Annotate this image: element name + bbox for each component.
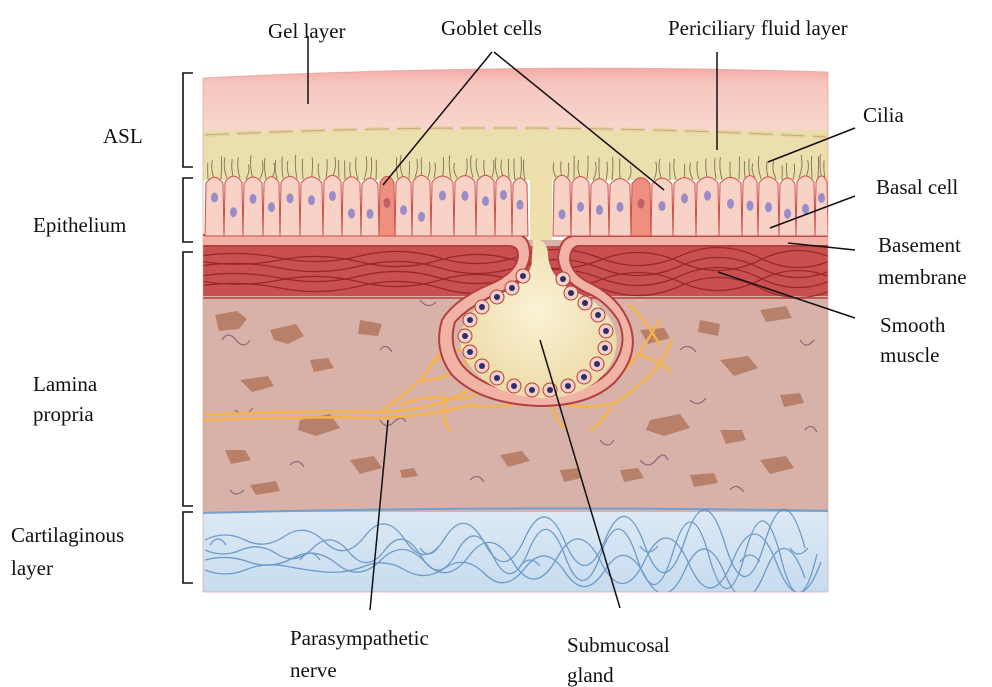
- epithelial-cell: [431, 176, 454, 236]
- cell-nucleus: [727, 199, 734, 209]
- bracket-epithelium: [183, 178, 193, 242]
- epithelial-cell: [495, 176, 512, 236]
- cell-nucleus: [747, 201, 754, 211]
- epithelial-cell: [342, 177, 361, 236]
- epithelial-cell: [323, 175, 342, 236]
- label-basal-cell: Basal cell: [876, 175, 958, 199]
- cell-nucleus: [308, 195, 315, 205]
- cell-nucleus: [818, 193, 825, 203]
- cell-nucleus: [384, 198, 391, 208]
- label-asl: ASL: [103, 124, 143, 148]
- cilium: [508, 159, 509, 178]
- epithelial-cell: [815, 176, 828, 236]
- label-parasympathetic-nerve-line1: Parasympathetic: [290, 626, 429, 650]
- epithelial-cell: [696, 177, 719, 236]
- bracket-asl: [183, 73, 193, 167]
- cell-nucleus: [659, 201, 666, 211]
- label-lamina-propria-line2: propria: [33, 402, 94, 426]
- cell-nucleus: [287, 193, 294, 203]
- label-smooth-muscle-line2: muscle: [880, 343, 939, 367]
- label-basement-membrane-line1: Basement: [878, 233, 961, 257]
- label-epithelium: Epithelium: [33, 213, 126, 237]
- cell-nucleus: [250, 194, 257, 204]
- cilium: [221, 156, 222, 179]
- cell-nucleus: [559, 209, 566, 219]
- label-parasympathetic-nerve-line2: nerve: [290, 658, 337, 682]
- label-periciliary-fluid-layer: Periciliary fluid layer: [668, 16, 848, 40]
- cell-nucleus: [348, 208, 355, 218]
- cell-nucleus: [329, 191, 336, 201]
- epithelial-cell: [224, 176, 243, 236]
- epithelial-cell: [300, 177, 323, 236]
- cell-nucleus: [268, 202, 275, 212]
- epithelial-cells: [205, 175, 828, 236]
- epithelial-cell: [412, 175, 431, 236]
- cell-nucleus: [439, 191, 446, 201]
- epithelial-cell: [205, 177, 224, 236]
- label-submucosal-gland-line1: Submucosal: [567, 633, 670, 657]
- epithelial-cell: [673, 178, 696, 236]
- label-cartilaginous-layer-line2: layer: [11, 556, 53, 580]
- cartilaginous-layer-region: [200, 512, 835, 597]
- cell-nucleus: [418, 212, 425, 222]
- bracket-lamina-propria: [183, 252, 193, 506]
- bracket-cartilaginous-layer: [183, 512, 193, 583]
- cell-nucleus: [704, 191, 711, 201]
- epithelial-cell: [454, 176, 476, 236]
- label-goblet-cells: Goblet cells: [441, 16, 542, 40]
- cell-nucleus: [462, 191, 469, 201]
- cell-nucleus: [500, 190, 507, 200]
- label-cilia: Cilia: [863, 103, 905, 127]
- cell-nucleus: [482, 196, 489, 206]
- cilium: [730, 162, 731, 179]
- cell-nucleus: [681, 193, 688, 203]
- label-lamina-propria-line1: Lamina: [33, 372, 98, 396]
- cell-nucleus: [400, 205, 407, 215]
- label-submucosal-gland-line2: gland: [567, 663, 614, 687]
- cell-nucleus: [765, 202, 772, 212]
- epithelial-cell: [779, 178, 796, 236]
- cell-nucleus: [784, 209, 791, 219]
- cilium: [599, 158, 600, 181]
- cell-nucleus: [802, 204, 809, 214]
- cell-nucleus: [517, 200, 524, 210]
- label-smooth-muscle-line1: Smooth: [880, 313, 946, 337]
- cilium: [811, 156, 812, 178]
- epithelial-cell: [280, 176, 300, 236]
- cilium: [409, 161, 410, 179]
- epithelial-cell: [553, 175, 571, 236]
- cell-nucleus: [596, 205, 603, 215]
- epithelial-cell: [243, 177, 263, 236]
- cell-nucleus: [367, 209, 374, 219]
- cilium: [818, 157, 819, 178]
- cell-nucleus: [577, 202, 584, 212]
- label-cartilaginous-layer-line1: Cartilaginous: [11, 523, 124, 547]
- cell-nucleus: [617, 202, 624, 212]
- cell-nucleus: [211, 193, 218, 203]
- tissue-block: [200, 60, 840, 598]
- layer-brackets: [183, 73, 193, 583]
- gland-duct-opening: [530, 150, 552, 240]
- label-basement-membrane-line2: membrane: [878, 265, 967, 289]
- cell-nucleus: [230, 207, 237, 217]
- epithelial-cell: [361, 178, 379, 236]
- cell-nucleus: [638, 199, 645, 209]
- label-gel-layer: Gel layer: [268, 19, 346, 43]
